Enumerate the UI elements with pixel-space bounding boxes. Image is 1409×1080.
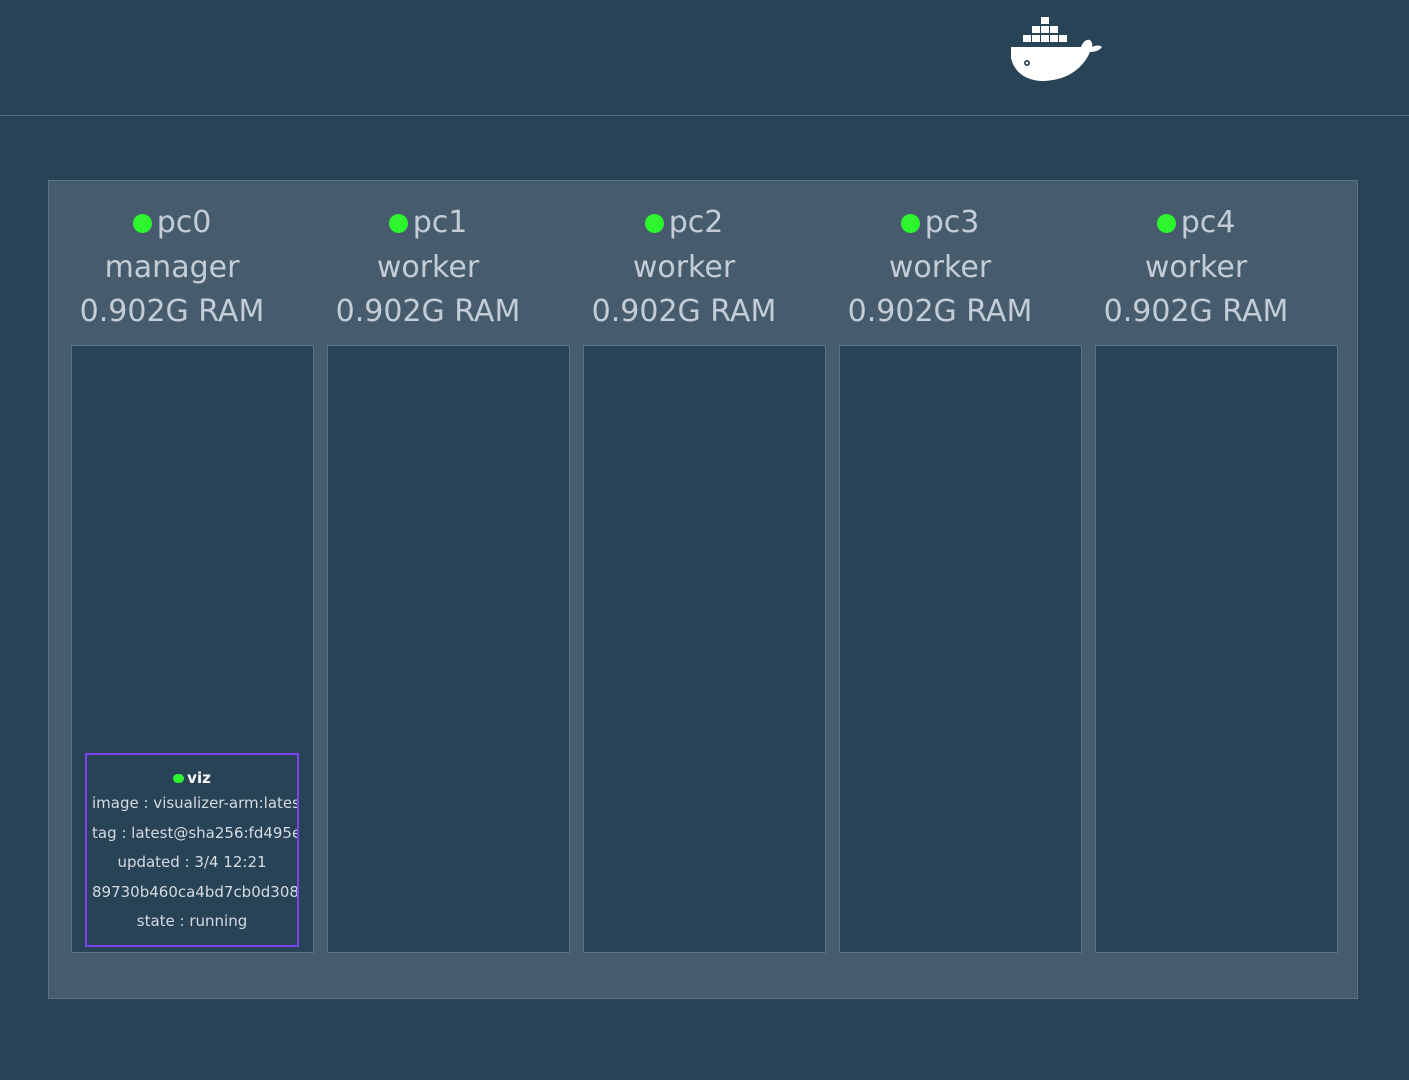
docker-whale-icon	[1011, 17, 1102, 81]
node-ram: 0.902G RAM	[1103, 293, 1289, 329]
status-dot-icon	[388, 213, 408, 233]
node-container-area: viz image : visualizer-arm:lates tag : l…	[71, 345, 314, 953]
node-container-area	[583, 345, 826, 953]
status-dot-icon	[644, 213, 664, 233]
node-header: pc1 worker 0.902G RAM	[286, 201, 570, 334]
status-dot-icon	[1156, 213, 1176, 233]
node-ram: 0.902G RAM	[79, 293, 265, 329]
service-state: state : running	[136, 912, 248, 930]
service-updated: updated : 3/4 12:21	[117, 853, 267, 871]
node-container-area	[327, 345, 570, 953]
node-container-area	[839, 345, 1082, 953]
node-name: pc3	[924, 205, 980, 240]
node-container-area	[1095, 345, 1338, 953]
service-status-dot-icon	[173, 773, 185, 783]
node-name: pc0	[156, 205, 212, 240]
node-header: pc2 worker 0.902G RAM	[542, 201, 826, 334]
service-tag: tag : latest@sha256:fd495e	[92, 823, 299, 842]
service-id: 89730b460ca4bd7cb0d308	[92, 882, 299, 901]
cluster-panel: pc0 manager 0.902G RAM viz image : visua…	[48, 180, 1358, 999]
node-name: pc2	[668, 205, 724, 240]
node-role: manager	[104, 249, 240, 285]
node-role: worker	[888, 249, 992, 285]
node-header: pc0 manager 0.902G RAM	[30, 201, 314, 334]
node-ram: 0.902G RAM	[591, 293, 777, 329]
node-header: pc3 worker 0.902G RAM	[798, 201, 1082, 334]
status-dot-icon	[132, 213, 152, 233]
node-role: worker	[376, 249, 480, 285]
service-card-viz[interactable]: viz image : visualizer-arm:lates tag : l…	[85, 753, 299, 947]
node-name: pc4	[1180, 205, 1236, 240]
node-ram: 0.902G RAM	[335, 293, 521, 329]
service-image: image : visualizer-arm:lates	[92, 794, 299, 812]
top-bar	[0, 0, 1409, 116]
node-role: worker	[1144, 249, 1248, 285]
node-name: pc1	[412, 205, 468, 240]
node-role: worker	[632, 249, 736, 285]
node-header: pc4 worker 0.902G RAM	[1054, 201, 1338, 334]
status-dot-icon	[900, 213, 920, 233]
node-ram: 0.902G RAM	[847, 293, 1033, 329]
service-name: viz	[187, 769, 211, 787]
